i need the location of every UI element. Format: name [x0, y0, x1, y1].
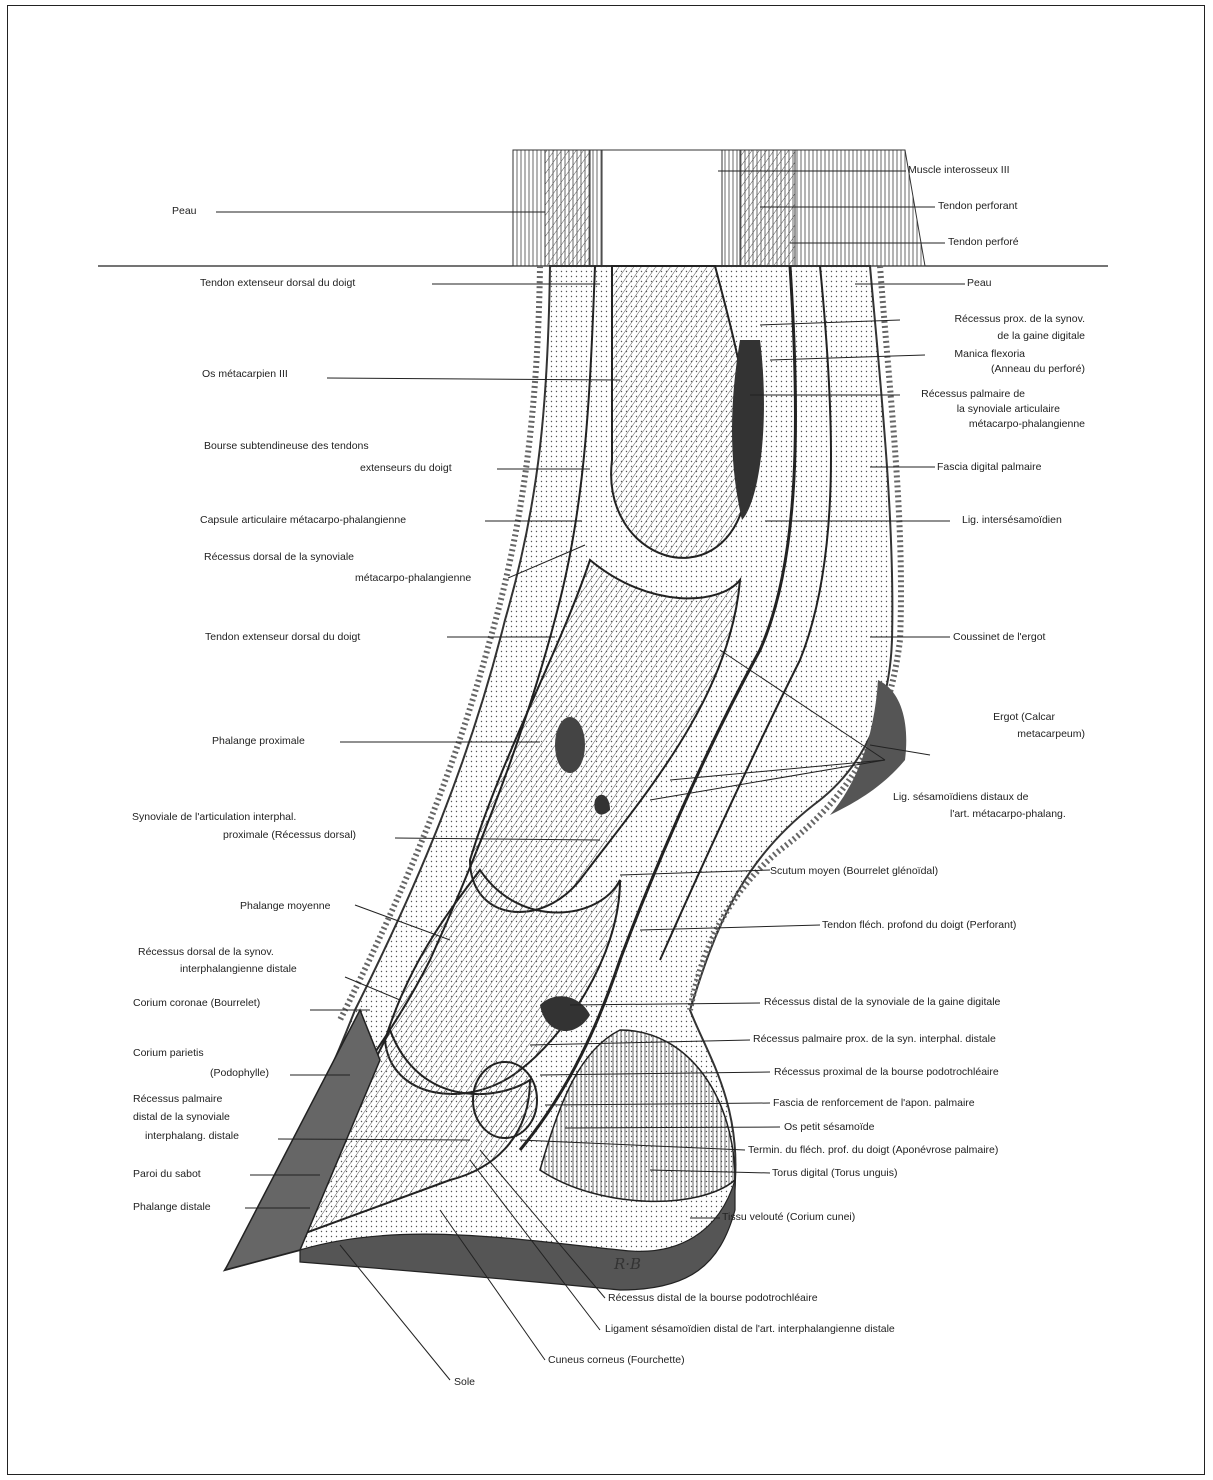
label-coussinet: Coussinet de l'ergot	[953, 631, 1045, 644]
label-rec-dorsal-synov-line1: Récessus dorsal de la synov.	[138, 946, 274, 959]
label-synoviale-line1: Synoviale de l'articulation interphal.	[132, 811, 296, 824]
label-lig-sesam-line2: l'art. métacarpo-phalang.	[950, 808, 1066, 821]
label-ergot: Ergot (Calcar metacarpeum)	[930, 711, 1085, 741]
label-manica: Manica flexoria (Anneau du perforé)	[880, 348, 1085, 376]
label-manica-line2: (Anneau du perforé)	[880, 363, 1085, 376]
label-sole: Sole	[454, 1376, 475, 1389]
label-recessus-prox-line1: Récessus prox. de la synov.	[880, 313, 1085, 326]
proximal-phalanx-foramen	[555, 717, 585, 773]
label-tendon-perfore: Tendon perforé	[948, 236, 1019, 249]
label-synoviale-line2: proximale (Récessus dorsal)	[223, 829, 356, 842]
label-os-petit: Os petit sésamoïde	[784, 1121, 874, 1134]
label-capsule: Capsule articulaire métacarpo-phalangien…	[200, 514, 406, 527]
label-corium-parietis-line1: Corium parietis	[133, 1047, 204, 1060]
label-bourse-line1: Bourse subtendineuse des tendons	[204, 440, 369, 453]
label-lig-intersesamoidien: Lig. intersésamoïdien	[962, 514, 1062, 527]
label-tendon-ext-1: Tendon extenseur dorsal du doigt	[200, 277, 355, 290]
label-tendon-flech: Tendon fléch. profond du doigt (Perforan…	[822, 919, 1016, 932]
upper-limb-segment	[513, 150, 925, 266]
label-recessus-prox: Récessus prox. de la synov. de la gaine …	[880, 313, 1085, 343]
label-phalange-proximale: Phalange proximale	[212, 735, 305, 748]
label-rec-palm-distal-line1: Récessus palmaire	[133, 1093, 222, 1106]
label-corium-coronae: Corium coronae (Bourrelet)	[133, 997, 260, 1010]
label-rec-palm-line3: métacarpo-phalangienne	[880, 418, 1085, 431]
label-corium-parietis-line2: (Podophylle)	[210, 1067, 269, 1080]
label-tissu-veloute: Tissu velouté (Corium cunei)	[722, 1211, 855, 1224]
label-rec-prox-bourse: Récessus proximal de la bourse podotroch…	[774, 1066, 999, 1079]
label-fascia-digital: Fascia digital palmaire	[937, 461, 1041, 474]
navicular-bone	[473, 1062, 537, 1138]
label-rec-distal-bourse: Récessus distal de la bourse podotrochlé…	[608, 1292, 818, 1305]
label-bourse-line2: extenseurs du doigt	[360, 462, 452, 475]
label-rec-palm-prox: Récessus palmaire prox. de la syn. inter…	[753, 1033, 996, 1046]
label-rec-dorsal-synov-line2: interphalangienne distale	[180, 963, 297, 976]
label-tendon-ext-2: Tendon extenseur dorsal du doigt	[205, 631, 360, 644]
artist-signature: R·B	[614, 1255, 641, 1273]
label-peau-right: Peau	[967, 277, 992, 290]
label-peau-left: Peau	[172, 205, 197, 218]
label-scutum: Scutum moyen (Bourrelet glénoïdal)	[770, 865, 938, 878]
label-rec-dorsal-line2: métacarpo-phalangienne	[355, 572, 471, 585]
label-recessus-prox-line2: de la gaine digitale	[880, 330, 1085, 343]
label-lig-sesam-line1: Lig. sésamoïdiens distaux de	[893, 791, 1028, 804]
label-phalange-moyenne: Phalange moyenne	[240, 900, 331, 913]
label-rec-palm: Récessus palmaire de la synoviale articu…	[880, 388, 1085, 431]
label-ergot-line2: metacarpeum)	[930, 728, 1085, 741]
label-termin: Termin. du fléch. prof. du doigt (Aponév…	[748, 1144, 998, 1157]
label-cuneus: Cuneus corneus (Fourchette)	[548, 1354, 685, 1367]
label-paroi: Paroi du sabot	[133, 1168, 201, 1181]
label-rec-palm-line2: la synoviale articulaire	[880, 403, 1060, 416]
label-ergot-line1: Ergot (Calcar	[930, 711, 1055, 724]
label-ligament-sesam-distal: Ligament sésamoïdien distal de l'art. in…	[605, 1323, 895, 1336]
label-os-metacarpien: Os métacarpien III	[202, 368, 288, 381]
label-phalange-distale: Phalange distale	[133, 1201, 211, 1214]
label-tendon-perforant: Tendon perforant	[938, 200, 1017, 213]
label-rec-distal-gaine: Récessus distal de la synoviale de la ga…	[764, 996, 1000, 1009]
label-manica-line1: Manica flexoria	[880, 348, 1025, 361]
label-rec-palm-distal-line2: distal de la synoviale	[133, 1111, 230, 1124]
label-fascia-renforcement: Fascia de renforcement de l'apon. palmai…	[773, 1097, 975, 1110]
label-torus: Torus digital (Torus unguis)	[772, 1167, 897, 1180]
label-muscle-interosseux: Muscle interosseux III	[908, 164, 1010, 177]
label-rec-palm-distal-line3: interphalang. distale	[145, 1130, 239, 1143]
label-rec-dorsal-line1: Récessus dorsal de la synoviale	[204, 551, 354, 564]
label-rec-palm-line1: Récessus palmaire de	[880, 388, 1025, 401]
